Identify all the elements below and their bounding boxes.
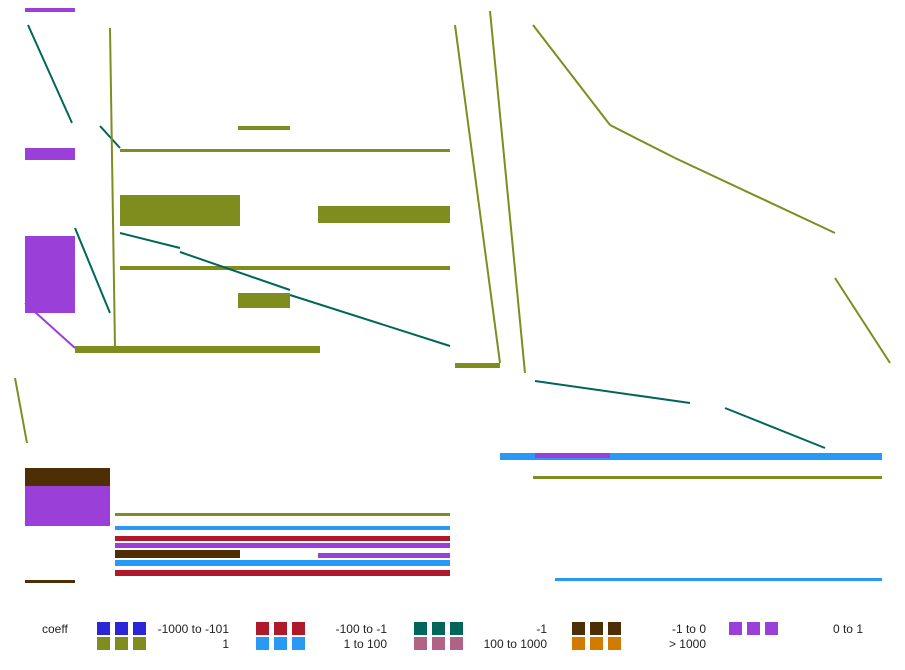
- legend-swatch: [414, 622, 427, 635]
- legend-swatch: [97, 622, 110, 635]
- legend-swatch: [729, 622, 742, 635]
- nonzero-block: [535, 453, 610, 458]
- nonzero-block: [555, 578, 882, 581]
- nonzero-block: [533, 476, 882, 479]
- nonzero-diagonal: [454, 24, 501, 364]
- nonzero-block: [120, 195, 240, 226]
- legend-swatch: [432, 622, 445, 635]
- nonzero-block: [25, 236, 75, 313]
- legend-swatch: [608, 637, 621, 650]
- legend-swatch: [414, 637, 427, 650]
- legend-swatch: [274, 637, 287, 650]
- nonzero-diagonal: [99, 125, 121, 149]
- nonzero-diagonal: [179, 251, 291, 291]
- legend-swatch: [608, 622, 621, 635]
- legend-label: -1: [536, 622, 547, 636]
- nonzero-diagonal: [724, 407, 826, 449]
- nonzero-diagonal: [489, 10, 526, 374]
- nonzero-block: [115, 550, 240, 558]
- nonzero-block: [500, 453, 882, 460]
- legend-label: > 1000: [668, 637, 706, 651]
- nonzero-block: [115, 543, 450, 548]
- nonzero-block: [25, 8, 75, 12]
- legend-label: 0 to 1: [832, 622, 863, 636]
- nonzero-diagonal: [534, 380, 691, 404]
- legend-swatch: [256, 637, 269, 650]
- nonzero-diagonal: [14, 377, 28, 444]
- legend-label: 100 to 1000: [483, 637, 547, 651]
- nonzero-diagonal: [74, 227, 111, 314]
- legend-swatch: [256, 622, 269, 635]
- legend-swatch: [572, 637, 585, 650]
- legend-label: -100 to -1: [335, 622, 387, 636]
- nonzero-block: [115, 536, 450, 541]
- nonzero-diagonal: [674, 157, 836, 234]
- nonzero-block: [120, 149, 450, 152]
- nonzero-block: [115, 513, 450, 516]
- nonzero-block: [115, 570, 450, 576]
- legend-swatch: [450, 622, 463, 635]
- legend-title: coeff: [42, 622, 68, 636]
- legend-swatch: [590, 637, 603, 650]
- legend-label: -1 to 0: [671, 622, 706, 636]
- nonzero-block: [25, 148, 75, 160]
- nonzero-diagonal: [109, 27, 116, 349]
- nonzero-block: [25, 468, 110, 486]
- legend-swatch: [572, 622, 585, 635]
- legend-label: 1 to 100: [343, 637, 387, 651]
- legend-label: 1: [222, 637, 229, 651]
- nonzero-diagonal: [532, 24, 611, 126]
- legend-swatch: [450, 637, 463, 650]
- nonzero-block: [115, 560, 450, 566]
- nonzero-diagonal: [27, 24, 73, 124]
- nonzero-diagonal: [834, 277, 891, 364]
- nonzero-diagonal: [289, 294, 451, 347]
- legend-swatch: [97, 637, 110, 650]
- nonzero-block: [455, 363, 500, 368]
- legend-swatch: [115, 637, 128, 650]
- legend-swatch: [133, 637, 146, 650]
- legend-swatch: [133, 622, 146, 635]
- legend-swatch: [274, 622, 287, 635]
- legend-swatch: [292, 622, 305, 635]
- nonzero-block: [25, 580, 75, 583]
- legend-swatch: [590, 622, 603, 635]
- nonzero-diagonal: [24, 302, 76, 349]
- nonzero-block: [238, 293, 290, 308]
- nonzero-diagonal: [119, 232, 181, 249]
- nonzero-block: [25, 486, 110, 526]
- legend-swatch: [747, 622, 760, 635]
- nonzero-diagonal: [609, 124, 676, 159]
- nonzero-block: [318, 206, 450, 223]
- legend-label: -1000 to -101: [157, 622, 229, 636]
- nonzero-block: [238, 126, 290, 130]
- legend-swatch: [765, 622, 778, 635]
- legend-swatch: [292, 637, 305, 650]
- nonzero-block: [115, 526, 450, 530]
- nonzero-block: [75, 346, 320, 353]
- legend-swatch: [432, 637, 445, 650]
- nonzero-block: [120, 266, 450, 270]
- nonzero-block: [318, 553, 450, 558]
- legend-swatch: [115, 622, 128, 635]
